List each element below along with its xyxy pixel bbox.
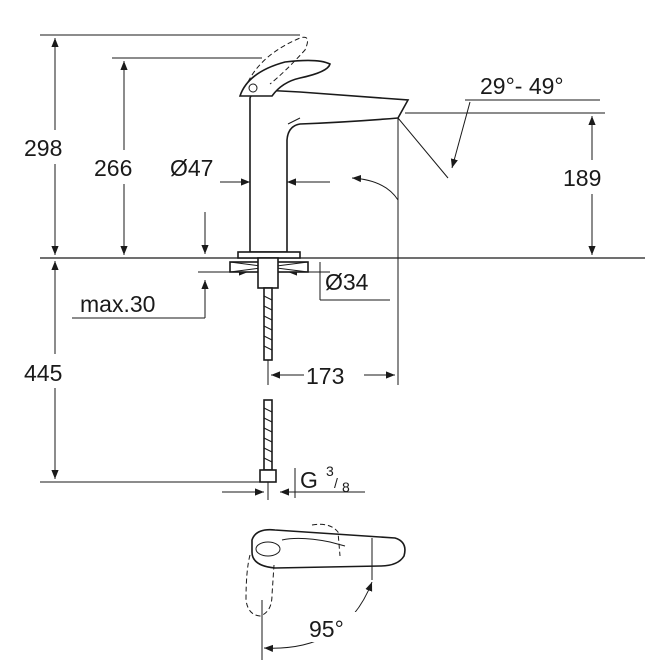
hose-fitting — [259, 469, 277, 483]
dim-spout-height: 266 — [94, 155, 132, 181]
dim-thread-den: 8 — [342, 479, 350, 495]
faucet-base-plate — [237, 251, 301, 259]
dim-thread-g: G — [300, 467, 318, 493]
dim-hole-diameter: Ø34 — [325, 269, 369, 295]
faucet-body — [249, 89, 410, 253]
supply-hose-upper — [263, 287, 273, 361]
dim-lever-rotation: 95° — [309, 616, 344, 642]
dim-outlet-height: 189 — [563, 165, 601, 191]
dim-hose-length: 445 — [24, 360, 62, 386]
lever-top-outline — [251, 528, 406, 569]
dim-angle-arc — [351, 174, 399, 201]
faucet-lever — [238, 59, 331, 97]
mounting-stud — [257, 257, 279, 289]
lever-pivot — [248, 83, 258, 93]
faucet-side-view — [229, 36, 410, 500]
lever-top-cap — [255, 541, 281, 557]
dim-spout-reach: 173 — [306, 363, 344, 389]
dim-thread-num: 3 — [326, 463, 334, 479]
dim-body-diameter: Ø47 — [170, 155, 213, 181]
dim-angle-leader — [450, 101, 471, 169]
dim-max-thickness: max.30 — [80, 291, 155, 317]
dim-thread-slash: / — [334, 475, 338, 491]
lever-top-view: 95° — [245, 523, 406, 660]
faucet-lever-raised — [247, 36, 309, 85]
dim-swivel-angle: 29°- 49° — [480, 73, 564, 99]
lever-top-rotated-2 — [311, 523, 341, 557]
ext-angle — [397, 117, 449, 179]
dim-total-height: 298 — [24, 135, 62, 161]
